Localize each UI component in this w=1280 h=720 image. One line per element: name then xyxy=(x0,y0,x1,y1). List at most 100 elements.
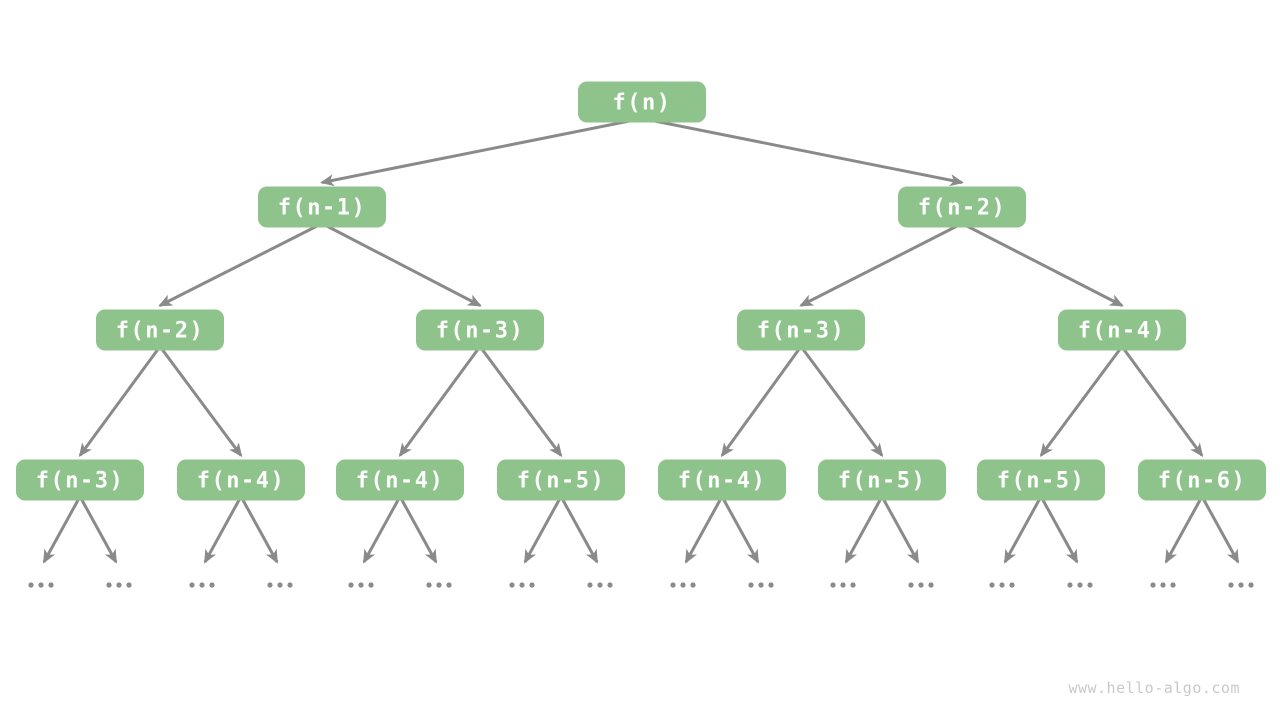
tree-node: f(n-4) xyxy=(658,459,786,501)
tree-node: f(n-3) xyxy=(416,309,544,351)
edge-arrow-to-ellipsis xyxy=(559,495,599,564)
edge-arrow xyxy=(158,345,243,458)
tree-node: f(n-5) xyxy=(497,459,625,501)
ellipsis-dot xyxy=(199,582,205,588)
edge-arrow xyxy=(720,345,803,458)
ellipsis-leaf xyxy=(267,582,293,588)
ellipsis-dot xyxy=(529,582,535,588)
tree-node: f(n-3) xyxy=(16,459,144,501)
tree-node-box xyxy=(416,309,544,351)
ellipsis-leaf xyxy=(587,582,613,588)
ellipsis-dot xyxy=(426,582,432,588)
edge-arrow-to-ellipsis xyxy=(1164,495,1204,564)
tree-node-label: f(n-4) xyxy=(678,469,766,494)
tree-node: f(n-1) xyxy=(258,186,386,228)
edge-arrow xyxy=(478,345,563,458)
edge-arrow-to-ellipsis xyxy=(362,495,402,564)
ellipsis-dot xyxy=(519,582,525,588)
ellipsis-dot xyxy=(999,582,1005,588)
edge-arrow xyxy=(799,345,884,458)
ellipsis-leaf xyxy=(1150,582,1176,588)
ellipsis-dot xyxy=(1077,582,1083,588)
tree-node-label: f(n-2) xyxy=(918,196,1006,221)
tree-node: f(n-5) xyxy=(977,459,1105,501)
tree-node-label: f(n-2) xyxy=(116,319,204,344)
tree-node: f(n-3) xyxy=(737,309,865,351)
watermark: www.hello-algo.com xyxy=(1068,679,1240,697)
ellipsis-dot xyxy=(1087,582,1093,588)
ellipsis-dot xyxy=(209,582,215,588)
tree-node-label: f(n-5) xyxy=(838,469,926,494)
ellipsis-dot xyxy=(587,582,593,588)
ellipsis-dot xyxy=(1238,582,1244,588)
edge-arrow-to-ellipsis xyxy=(684,495,724,564)
edge-arrow xyxy=(158,222,323,307)
tree-node: f(n-4) xyxy=(177,459,305,501)
ellipsis-dot xyxy=(830,582,836,588)
edge-arrow-to-ellipsis xyxy=(1003,495,1043,564)
edge-arrow-to-ellipsis xyxy=(720,495,760,564)
ellipsis-leaf xyxy=(28,582,54,588)
ellipsis-dot xyxy=(267,582,273,588)
ellipsis-dot xyxy=(607,582,613,588)
ellipsis-leaf xyxy=(748,582,774,588)
ellipsis-leaf xyxy=(348,582,374,588)
ellipsis-dot xyxy=(277,582,283,588)
tree-node-box xyxy=(818,459,946,501)
ellipsis-dot xyxy=(918,582,924,588)
ellipsis-dot xyxy=(38,582,44,588)
ellipsis-dot xyxy=(368,582,374,588)
ellipsis-dot xyxy=(1228,582,1234,588)
tree-node-box xyxy=(1138,459,1266,501)
tree-node-label: f(n-3) xyxy=(36,469,124,494)
edge-arrow xyxy=(799,222,963,307)
edge-arrow-to-ellipsis xyxy=(78,495,118,564)
tree-node: f(n-2) xyxy=(96,309,224,351)
ellipsis-dot xyxy=(1248,582,1254,588)
tree-node-label: f(n-3) xyxy=(757,319,845,344)
ellipsis-dot xyxy=(436,582,442,588)
tree-node-label: f(n-3) xyxy=(436,319,524,344)
edge-arrow xyxy=(78,345,162,458)
ellipsis-dot xyxy=(1150,582,1156,588)
tree-node: f(n-4) xyxy=(336,459,464,501)
ellipsis-dot xyxy=(748,582,754,588)
ellipsis-dot xyxy=(690,582,696,588)
ellipsis-dot xyxy=(1160,582,1166,588)
tree-node-box xyxy=(658,459,786,501)
edge-arrow xyxy=(320,117,643,187)
ellipsis-dot xyxy=(116,582,122,588)
ellipsis-leaf xyxy=(1228,582,1254,588)
tree-node-box xyxy=(258,186,386,228)
ellipsis-leaf xyxy=(830,582,856,588)
tree-node-label: f(n-5) xyxy=(517,469,605,494)
ellipsis-dot xyxy=(189,582,195,588)
edge-arrow-to-ellipsis xyxy=(1039,495,1079,564)
tree-node-box xyxy=(1058,309,1186,351)
ellipsis-leaf xyxy=(908,582,934,588)
tree-node: f(n-4) xyxy=(1058,309,1186,351)
ellipsis-dot xyxy=(1170,582,1176,588)
edge-arrow-to-ellipsis xyxy=(880,495,920,564)
tree-node-box xyxy=(96,309,224,351)
ellipsis-dot xyxy=(287,582,293,588)
tree-node-box xyxy=(497,459,625,501)
ellipsis-leaf xyxy=(189,582,215,588)
ellipsis-dot xyxy=(348,582,354,588)
ellipsis-dot xyxy=(758,582,764,588)
edge-arrow-to-ellipsis xyxy=(203,495,243,564)
tree-node: f(n-5) xyxy=(818,459,946,501)
tree-node-label: f(n-5) xyxy=(997,469,1085,494)
ellipsis-leaf xyxy=(1067,582,1093,588)
edge-arrow xyxy=(398,345,482,458)
ellipsis-dot xyxy=(509,582,515,588)
tree-node-label: f(n) xyxy=(613,91,672,116)
ellipsis-leaf xyxy=(989,582,1015,588)
tree-node-label: f(n-6) xyxy=(1158,469,1246,494)
ellipsis-dot xyxy=(989,582,995,588)
tree-node-box xyxy=(578,81,706,123)
edge-arrow xyxy=(1120,345,1204,458)
ellipsis-dot xyxy=(48,582,54,588)
